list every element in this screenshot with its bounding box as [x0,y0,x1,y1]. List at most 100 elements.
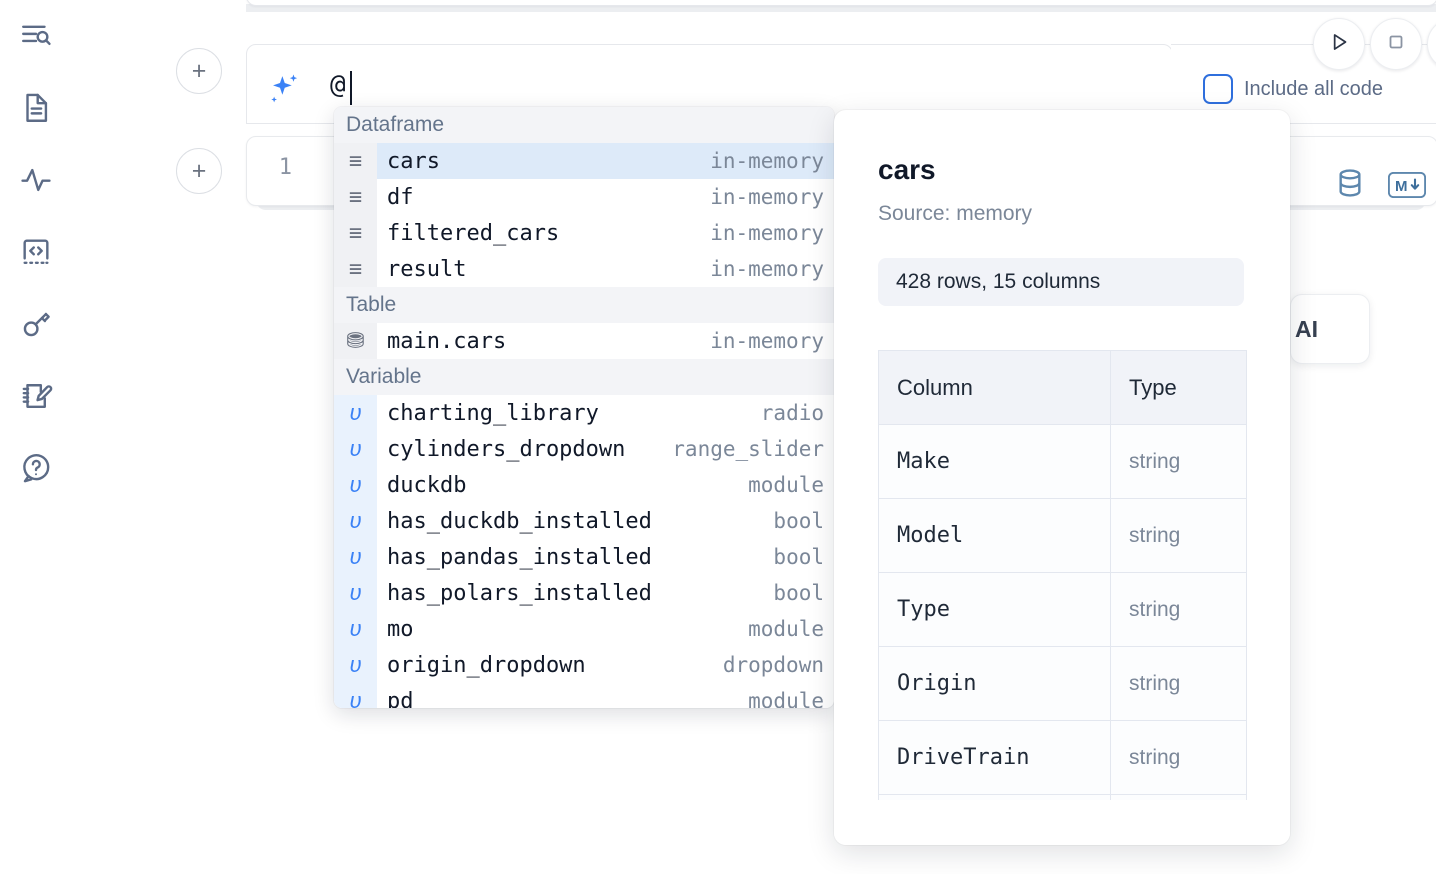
include-all-code-checkbox[interactable] [1203,74,1233,104]
stop-button[interactable] [1370,18,1422,70]
autocomplete-option-type: in-memory [710,185,824,209]
group-glyph: ≡ [348,184,363,210]
autocomplete-option-name: main.cars [387,328,507,354]
schema-column-type: string [1110,498,1247,573]
autocomplete-option-type: module [748,617,824,641]
group-glyph: υ [349,688,362,708]
group-glyph: ⛃ [346,328,365,354]
autocomplete-option-type: bool [773,581,824,605]
database-icon[interactable] [1334,166,1366,205]
variable-glyph-icon: υ [334,539,377,575]
dataframe-glyph-icon: ≡ [334,179,377,215]
autocomplete-option-type: in-memory [710,221,824,245]
plus-icon: + [191,56,207,85]
schema-column-name: Type [878,572,1111,647]
activity-icon [19,163,53,197]
run-button[interactable] [1313,18,1365,70]
group-glyph: ≡ [348,256,363,282]
autocomplete-option-type: in-memory [710,329,824,353]
schema-column-type: string [1110,646,1247,721]
autocomplete-option-type: bool [773,545,824,569]
autocomplete-option[interactable]: ≡ df in-memory [334,179,834,215]
add-cell-above-button[interactable]: + [176,48,222,94]
sidebar-item-notebook-file[interactable] [12,84,60,132]
variable-glyph-icon: υ [334,395,377,431]
variable-glyph-icon: υ [334,467,377,503]
dataframe-glyph-icon: ≡ [334,143,377,179]
variable-glyph-icon: υ [334,611,377,647]
text-caret [350,71,352,105]
variable-glyph-icon: υ [334,647,377,683]
sidebar-item-scratchpad[interactable] [12,372,60,420]
group-glyph: υ [349,544,362,569]
ai-chip-button[interactable]: AI [1290,294,1370,364]
sidebar-item-snippets[interactable] [12,228,60,276]
sidebar-item-explore[interactable] [12,12,60,60]
group-glyph: υ [349,652,362,677]
autocomplete-option[interactable]: ≡ cars in-memory [334,143,834,179]
sidebar-item-secrets[interactable] [12,300,60,348]
code-snippet-icon [19,235,53,269]
detail-panel-bottom-mask [834,800,1290,845]
detail-source: Source: memory [878,202,1033,225]
outline-search-icon [19,19,53,53]
ai-prompt-value: @ [330,70,346,100]
autocomplete-option-name: cylinders_dropdown [387,436,626,462]
schema-column-type: string [1110,572,1247,647]
schema-column-type: string [1110,720,1247,795]
ai-prompt-input[interactable]: @ [330,62,1130,118]
plus-icon: + [191,156,207,185]
schema-column-name: Origin [878,646,1111,721]
autocomplete-option[interactable]: ≡ filtered_cars in-memory [334,215,834,251]
autocomplete-option[interactable]: υ has_pandas_installed bool [334,539,834,575]
autocomplete-option-body: cylinders_dropdown range_slider [377,431,834,467]
autocomplete-option-type: range_slider [672,437,824,461]
group-glyph: υ [349,616,362,641]
autocomplete-option-name: cars [387,148,440,174]
autocomplete-option-name: has_pandas_installed [387,544,652,570]
group-glyph: υ [349,472,362,497]
autocomplete-option-type: in-memory [710,149,824,173]
markdown-icon[interactable]: M [1387,171,1427,203]
autocomplete-option-body: main.cars in-memory [377,323,834,359]
sidebar-item-help[interactable] [12,444,60,492]
autocomplete-group-header: Variable [334,359,834,395]
autocomplete-option-name: filtered_cars [387,220,560,246]
autocomplete-option-name: charting_library [387,400,599,426]
autocomplete-option-type: bool [773,509,824,533]
schema-col-header-type: Type [1110,350,1247,425]
autocomplete-option[interactable]: ⛃ main.cars in-memory [334,323,834,359]
square-icon [1384,30,1408,59]
add-cell-below-button[interactable]: + [176,148,222,194]
autocomplete-option-name: df [387,184,414,210]
cell-above-divider [246,4,1436,12]
sidebar-item-activity[interactable] [12,156,60,204]
schema-col-header-column: Column [878,350,1111,425]
cell-above-partial [246,0,1436,6]
autocomplete-option-type: module [748,689,824,708]
include-all-code-toggle[interactable]: Include all code [1203,74,1383,104]
group-glyph: ≡ [348,220,363,246]
autocomplete-option-type: dropdown [722,653,824,677]
